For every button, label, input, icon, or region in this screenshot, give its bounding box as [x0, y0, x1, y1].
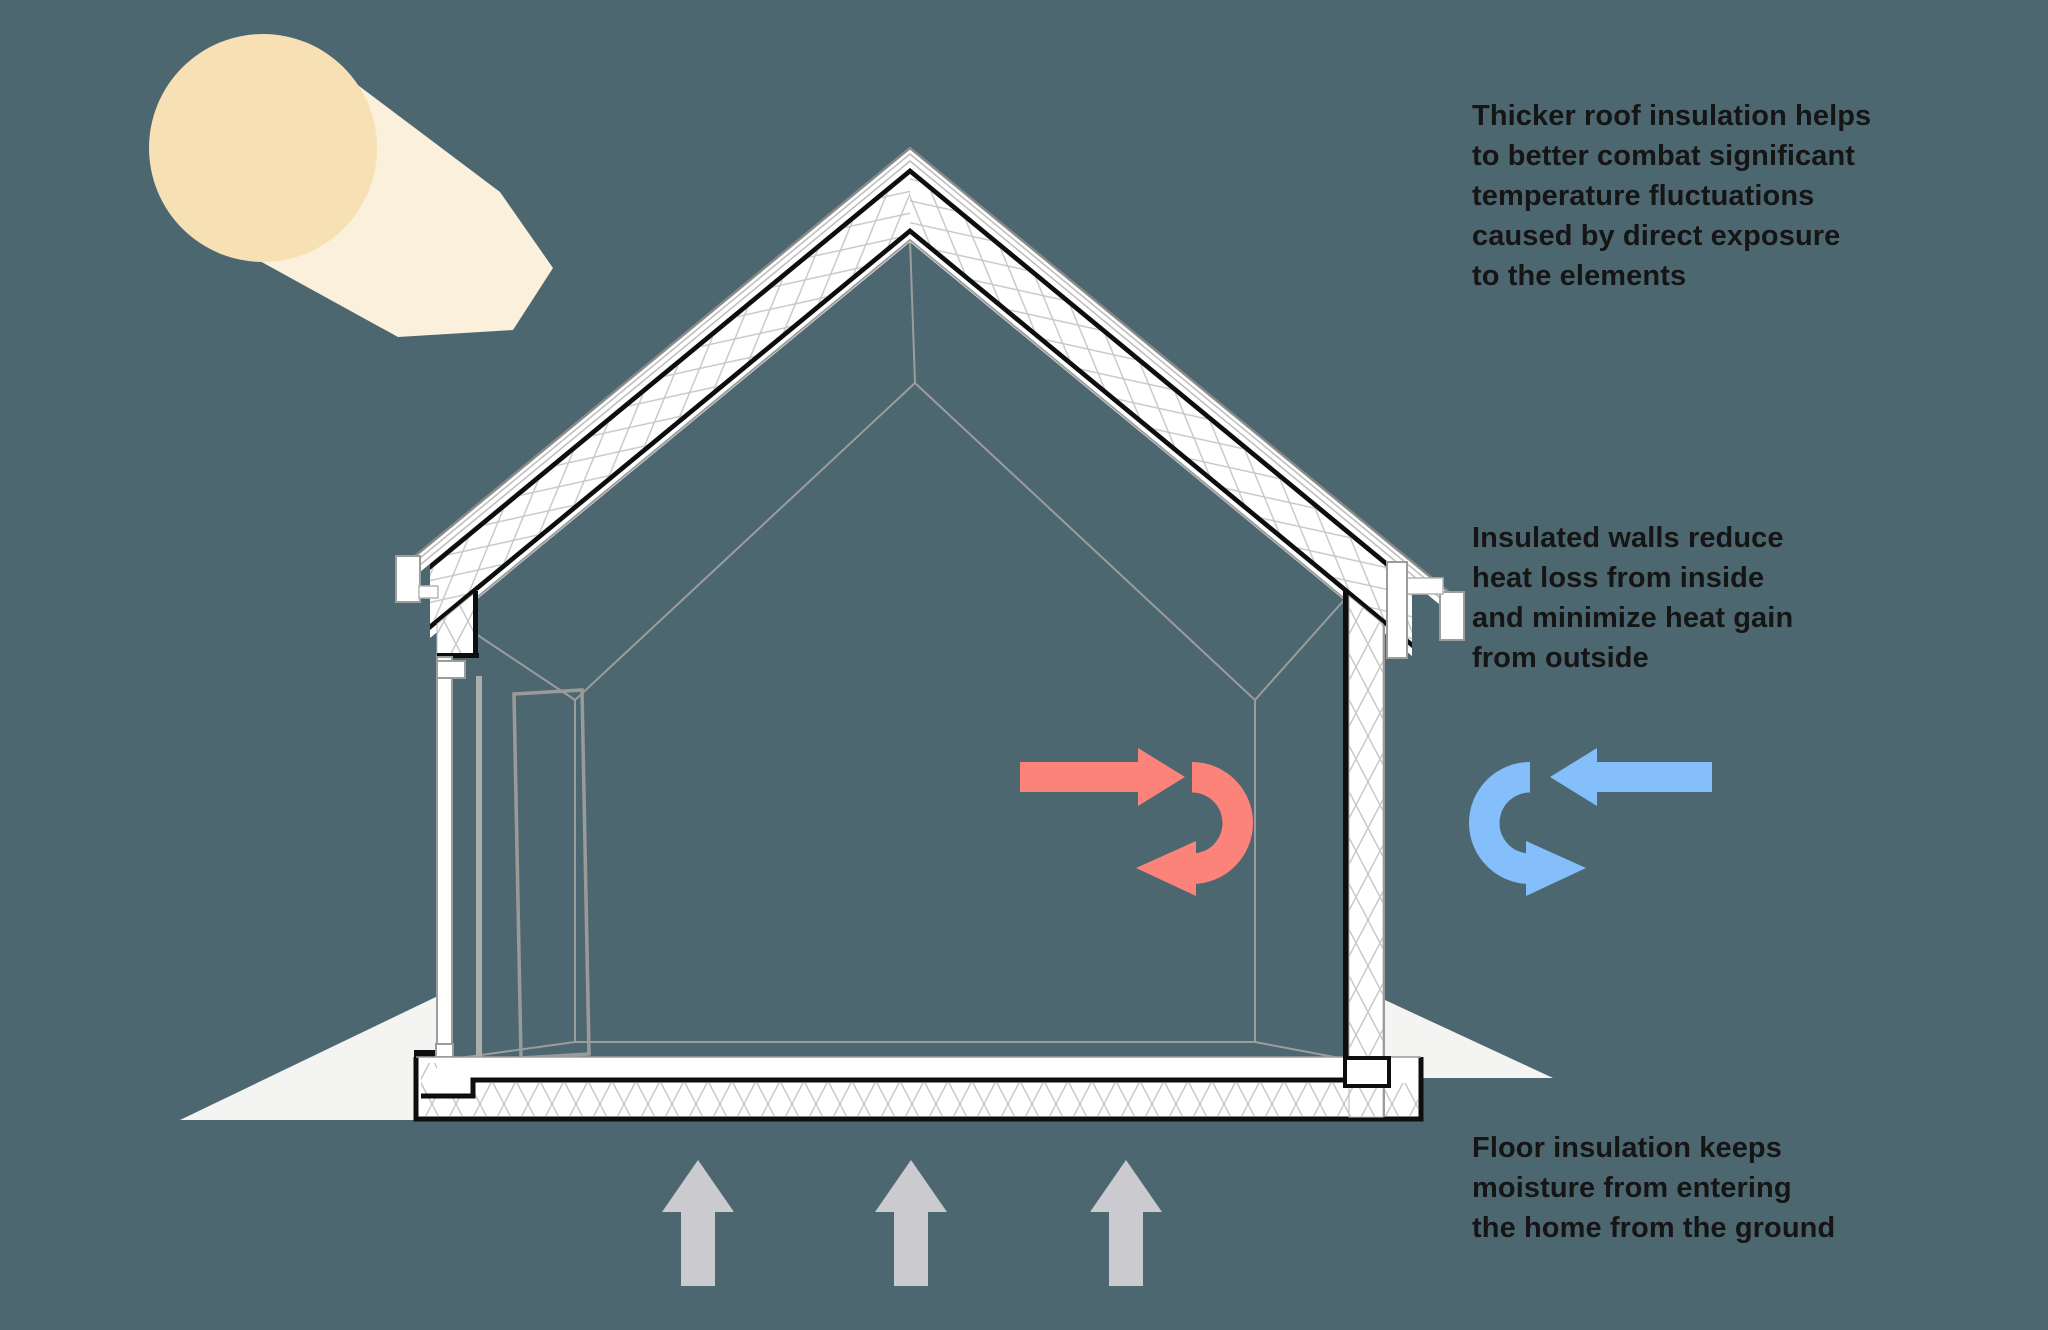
- cool-uturn-head: [1526, 841, 1586, 896]
- roof-section: [395, 146, 1465, 656]
- cool-uturn-arrow: [1469, 762, 1530, 884]
- annotation-line: to better combat significant: [1472, 140, 1856, 172]
- eave-fascia-right: [1439, 591, 1465, 641]
- left-wall-section: [414, 589, 591, 1060]
- floor-insulation-annotation: Floor insulation keeps moisture from ent…: [1472, 1128, 1835, 1248]
- heat-uturn-head: [1136, 841, 1196, 896]
- interior-eave-lines: [451, 598, 1346, 701]
- right-wall-inner-lining: [1343, 591, 1349, 1058]
- window-sill-plate: [414, 1050, 436, 1058]
- roof-insulation: [430, 174, 1412, 642]
- window-sill-block: [435, 1043, 454, 1058]
- floor-edge-notch-left: [437, 1063, 473, 1094]
- cool-arrow-shaft: [1597, 762, 1712, 792]
- annotation-line: from outside: [1472, 642, 1649, 674]
- window-frame-mullion: [436, 656, 453, 1059]
- floor-section: [413, 1056, 1424, 1122]
- interior-ridge-line: [909, 239, 916, 384]
- moisture-arrow-1: [662, 1160, 734, 1286]
- right-wall-cladding: [1386, 561, 1408, 659]
- annotation-line: the home from the ground: [1472, 1212, 1836, 1244]
- roof-insulation-right: [910, 174, 1412, 642]
- floor-membrane: [421, 1077, 1352, 1099]
- window-frame-head: [436, 660, 466, 679]
- heat-uturn-arrow: [1192, 762, 1253, 884]
- sun-icon: [149, 34, 553, 337]
- annotation-line: Thicker roof insulation helps: [1472, 100, 1872, 132]
- heat-arrow-head: [1138, 748, 1185, 806]
- left-gable-insulation: [436, 589, 479, 658]
- right-wall-base-block: [1343, 1056, 1391, 1088]
- moisture-arrow-3: [1090, 1160, 1162, 1286]
- eave-fascia-left: [395, 555, 421, 603]
- right-wall-section: [1343, 561, 1408, 1118]
- annotation-line: moisture from entering: [1472, 1172, 1792, 1204]
- ground-left: [180, 995, 440, 1120]
- ground-plane: [180, 995, 1553, 1120]
- indoor-heat-arrows-icon: [1020, 748, 1253, 896]
- floor-slab-outline: [413, 1057, 1424, 1122]
- wall-insulation-annotation: Insulated walls reduce heat loss from in…: [1472, 518, 1793, 678]
- annotation-line: Floor insulation keeps: [1472, 1132, 1782, 1164]
- annotation-line: caused by direct exposure: [1472, 220, 1841, 252]
- moisture-arrow-2: [875, 1160, 947, 1286]
- annotation-line: and minimize heat gain: [1472, 602, 1794, 634]
- annotation-line: heat loss from inside: [1472, 562, 1765, 594]
- roof-ceiling-edge: [451, 238, 1346, 619]
- ground-moisture-arrows-icon: [662, 1160, 1162, 1286]
- annotation-line: temperature fluctuations: [1472, 180, 1815, 212]
- roof-outer-edge: [402, 146, 1463, 604]
- cool-arrow-head: [1550, 748, 1597, 806]
- roof-insulation-left: [430, 174, 910, 624]
- window-frame-inner-post: [476, 676, 482, 1058]
- open-window-sash: [512, 688, 591, 1060]
- annotation-line: to the elements: [1472, 260, 1687, 292]
- outdoor-heat-arrows-icon: [1469, 748, 1712, 896]
- floor-insulation: [421, 1063, 1418, 1116]
- interior-back-wall: [574, 381, 1256, 1043]
- interior-floor-lines: [451, 1041, 1346, 1060]
- eave-soffit-left: [418, 585, 439, 599]
- roof-deck-line-1: [402, 153, 1463, 610]
- ground-right: [1385, 1000, 1553, 1078]
- heat-arrow-shaft: [1020, 762, 1138, 792]
- sun-core: [149, 34, 377, 262]
- right-wall-insulation: [1348, 594, 1384, 1118]
- roof-insulation-annotation: Thicker roof insulation helps to better …: [1472, 96, 1871, 296]
- annotation-line: Insulated walls reduce: [1472, 522, 1784, 554]
- roof-deck-line-2: [402, 160, 1463, 617]
